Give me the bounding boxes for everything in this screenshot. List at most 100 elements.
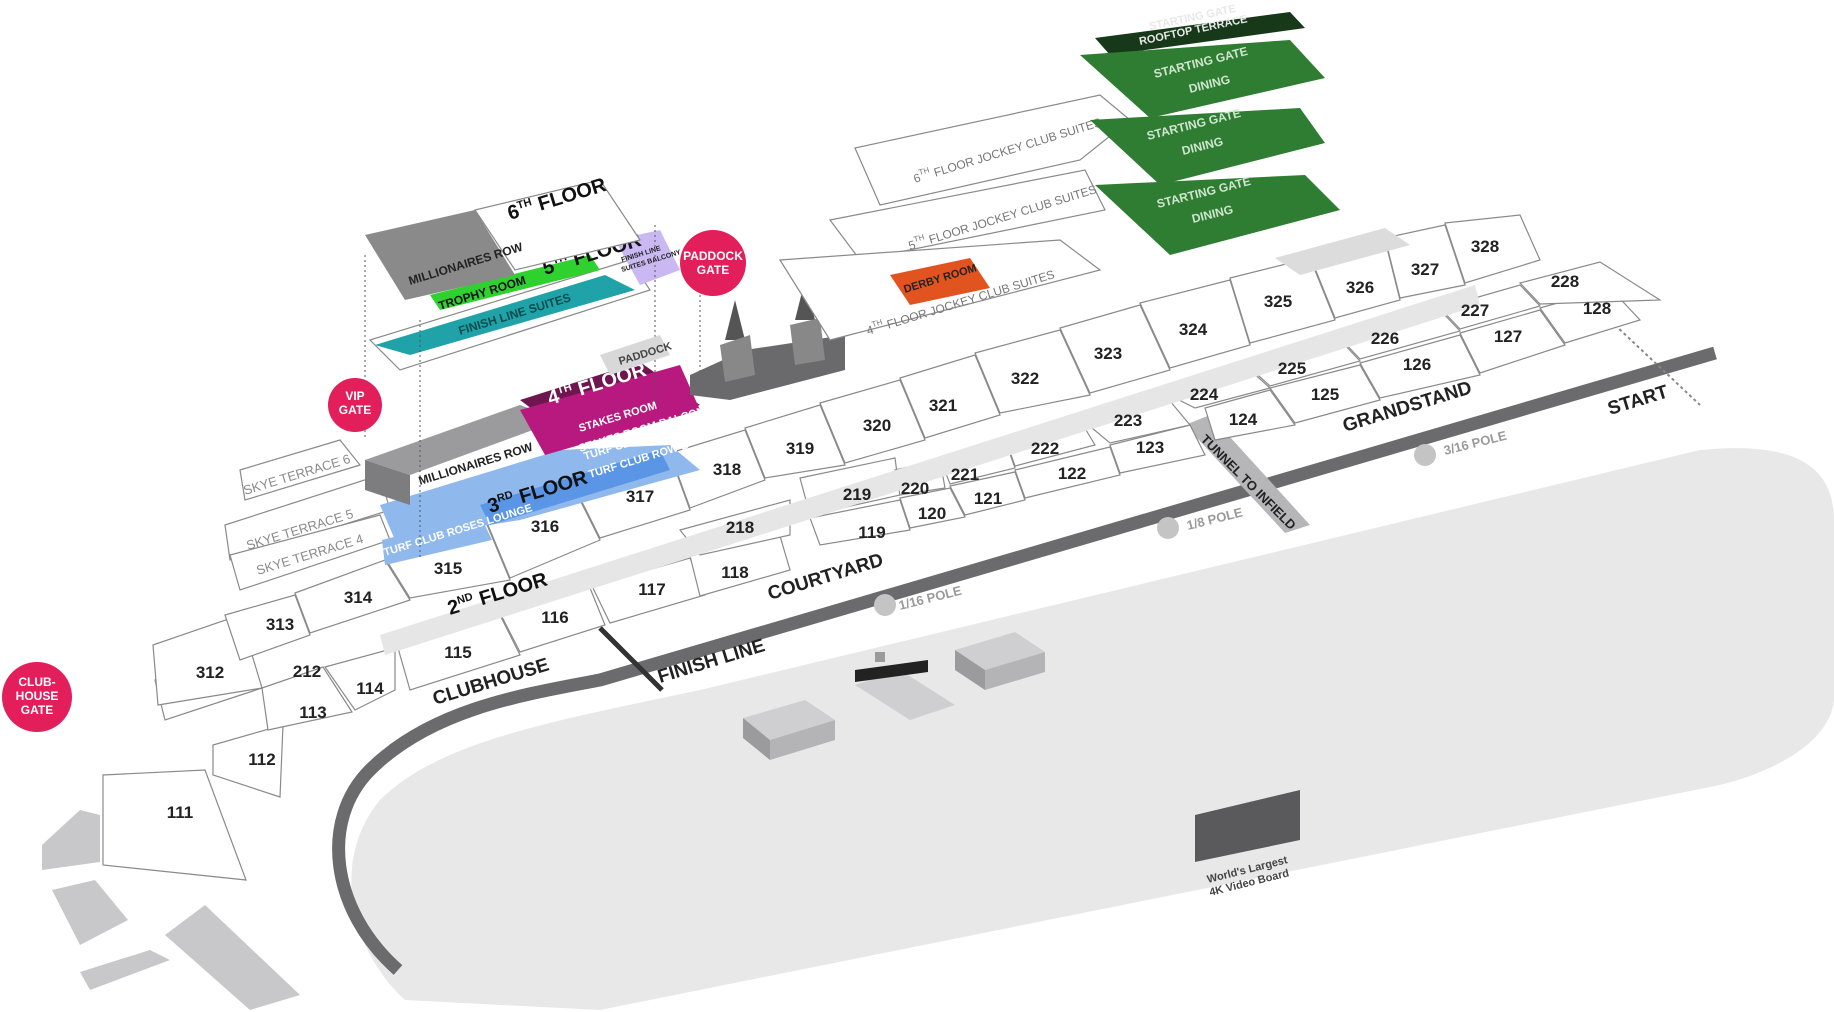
section-122[interactable] — [1014, 446, 1121, 499]
section-227[interactable] — [1438, 284, 1542, 330]
jockey-club-6th-area[interactable] — [854, 94, 1131, 206]
section-314[interactable] — [294, 559, 411, 634]
clubhouse-gate[interactable] — [2, 662, 72, 732]
track-rail — [332, 346, 1717, 975]
vip-gate-label-2: GATE — [339, 403, 371, 417]
section-114[interactable] — [324, 647, 396, 711]
label-322: 322 — [1011, 369, 1039, 388]
section-125[interactable] — [1269, 364, 1381, 424]
label-317: 317 — [626, 487, 654, 506]
skye-terrace-6-area[interactable] — [239, 439, 362, 501]
section-228[interactable] — [1518, 261, 1662, 305]
label-226: 226 — [1371, 329, 1399, 348]
label-320: 320 — [863, 416, 891, 435]
label-325: 325 — [1264, 292, 1292, 311]
label-128: 128 — [1583, 299, 1611, 318]
section-320[interactable] — [819, 379, 926, 464]
label-328: 328 — [1471, 237, 1499, 256]
label-112: 112 — [248, 750, 275, 769]
skye-terraces: SKYE TERRACE 6 SKYE TERRACE 5 SKYE TERRA… — [224, 439, 391, 591]
level-3-sections — [152, 214, 1541, 706]
label-118: 118 — [721, 563, 748, 582]
upper-walkway — [380, 285, 1480, 655]
label-223: 223 — [1114, 411, 1142, 430]
label-326: 326 — [1346, 278, 1374, 297]
label-313: 313 — [266, 615, 294, 634]
section-313[interactable] — [224, 594, 311, 661]
gates: PADDOCK GATE VIP GATE CLUB- HOUSE GATE — [2, 230, 746, 732]
section-319[interactable] — [744, 404, 846, 479]
label-111: 111 — [167, 803, 194, 822]
label-219: 219 — [843, 485, 871, 504]
starting-gate-dining-2[interactable] — [1090, 108, 1325, 185]
label-119: 119 — [858, 523, 885, 542]
paddock-gate-label-2: GATE — [697, 263, 729, 277]
section-321[interactable] — [899, 354, 1001, 439]
label-316: 316 — [531, 517, 559, 536]
infield-buildings — [743, 632, 1045, 760]
label-323: 323 — [1094, 344, 1122, 363]
derby-room[interactable] — [890, 258, 990, 305]
paddock-gate-label-1: PADDOCK — [683, 249, 743, 263]
label-212: 212 — [293, 662, 321, 681]
clubhouse-gate-label-2: HOUSE — [16, 689, 59, 703]
section-324[interactable] — [1139, 279, 1251, 369]
section-121[interactable] — [949, 471, 1026, 516]
label-220: 220 — [901, 479, 929, 498]
section-127[interactable] — [1459, 309, 1566, 374]
label-314: 314 — [344, 588, 373, 607]
starting-gate: STARTING GATE ROOFTOP TERRACE STARTING G… — [1080, 3, 1340, 255]
section-112[interactable] — [212, 724, 284, 798]
label-124: 124 — [1229, 410, 1258, 429]
tunnel-to-infield[interactable] — [1185, 415, 1310, 533]
pole-1-16-marker — [874, 594, 896, 616]
label-218: 218 — [726, 518, 754, 537]
jockey-club-5th-area[interactable] — [828, 169, 1106, 261]
section-322[interactable] — [974, 329, 1091, 414]
start-line-mark — [1614, 324, 1701, 406]
label-114: 114 — [356, 679, 384, 698]
paddock-gate[interactable] — [680, 230, 746, 296]
label-113: 113 — [299, 703, 326, 722]
label-321: 321 — [929, 396, 957, 415]
starting-gate-rooftop[interactable] — [1095, 12, 1305, 55]
section-119[interactable] — [809, 499, 911, 546]
clubhouse-buildings — [42, 810, 300, 1010]
label-125: 125 — [1311, 385, 1339, 404]
section-328[interactable] — [1444, 214, 1541, 284]
label-116: 116 — [541, 608, 568, 627]
section-111[interactable] — [102, 769, 247, 881]
label-225: 225 — [1278, 359, 1306, 378]
label-228: 228 — [1551, 272, 1579, 291]
label-123: 123 — [1136, 438, 1164, 457]
label-120: 120 — [918, 504, 946, 523]
clubhouse-gate-label-3: GATE — [21, 703, 53, 717]
label-324: 324 — [1179, 320, 1208, 339]
section-123[interactable] — [1109, 424, 1206, 474]
vip-gate[interactable] — [328, 378, 382, 432]
label-126: 126 — [1403, 355, 1431, 374]
label-318: 318 — [713, 460, 741, 479]
label-315: 315 — [434, 559, 462, 578]
starting-gate-dining-3[interactable] — [1095, 175, 1340, 255]
section-318[interactable] — [669, 429, 766, 509]
section-120[interactable] — [899, 487, 966, 529]
section-126[interactable] — [1359, 334, 1481, 399]
section-124[interactable] — [1204, 389, 1297, 441]
section-325[interactable] — [1229, 257, 1336, 344]
label-319: 319 — [786, 439, 814, 458]
section-113[interactable] — [261, 666, 353, 731]
label-327: 327 — [1411, 260, 1439, 279]
starting-gate-dining-1[interactable] — [1080, 40, 1325, 118]
label-121: 121 — [974, 489, 1002, 508]
label-221: 221 — [951, 465, 979, 484]
label-222: 222 — [1031, 439, 1059, 458]
infield — [351, 448, 1834, 1010]
section-323[interactable] — [1059, 304, 1171, 394]
label-227: 227 — [1461, 301, 1489, 320]
